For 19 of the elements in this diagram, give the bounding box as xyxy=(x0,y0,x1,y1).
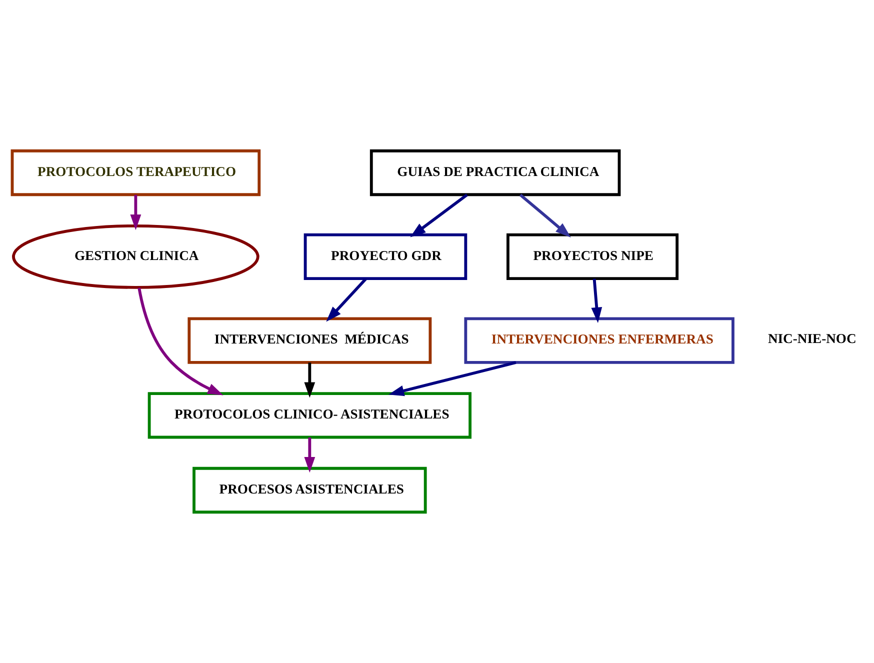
node-box: PROYECTO GDR xyxy=(304,233,468,280)
arrow xyxy=(130,194,142,230)
node-ellipse: GESTION CLINICA xyxy=(12,224,260,289)
arrow xyxy=(138,288,224,396)
node-box: PROCESOS ASISTENCIALES xyxy=(192,466,427,514)
arrow xyxy=(388,361,516,396)
arrow xyxy=(304,362,316,398)
arrow xyxy=(410,194,468,238)
node-box: PROTOCOLOS TERAPEUTICO xyxy=(10,149,261,196)
node-label: NIC-NIE-NOC xyxy=(768,331,856,346)
arrow xyxy=(591,278,602,323)
node-box: INTERVENCIONES MÉDICAS xyxy=(188,317,432,364)
node-box: PROTOCOLOS CLINICO- ASISTENCIALES xyxy=(148,392,472,439)
node-box: INTERVENCIONES ENFERMERAS xyxy=(464,317,734,364)
arrow xyxy=(519,194,571,238)
node-box: GUIAS DE PRACTICA CLINICA xyxy=(370,149,621,196)
node-box: PROYECTOS NIPE xyxy=(506,233,679,280)
arrow xyxy=(326,278,368,322)
arrow xyxy=(304,437,316,473)
